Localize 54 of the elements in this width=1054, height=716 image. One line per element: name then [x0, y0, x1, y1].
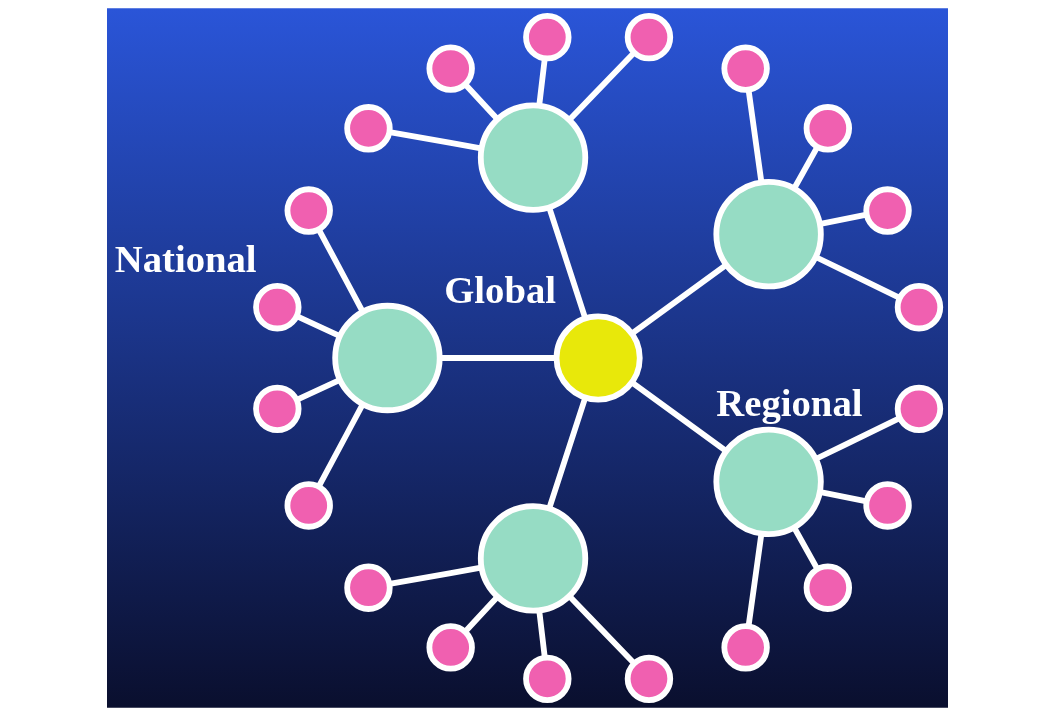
- node-circle: [477, 503, 588, 614]
- node-circle: [343, 104, 393, 153]
- node-circle: [624, 12, 673, 62]
- connector: [462, 595, 499, 634]
- connector: [439, 355, 556, 361]
- connector: [315, 228, 365, 313]
- node-label: Global: [443, 268, 556, 311]
- node-circle: [624, 654, 673, 704]
- node-circle: [894, 384, 943, 433]
- node-circle: [720, 44, 770, 93]
- node-circle: [553, 313, 643, 403]
- node-circle: [477, 102, 588, 213]
- node-circle: [343, 563, 393, 612]
- node-circle: [252, 384, 301, 433]
- connector: [388, 564, 481, 587]
- connector: [567, 50, 636, 122]
- connector: [745, 533, 764, 627]
- node-circle: [862, 481, 912, 530]
- node-circle: [720, 623, 770, 672]
- connector: [567, 594, 636, 666]
- connector: [295, 377, 341, 403]
- connector: [819, 489, 867, 505]
- connector: [388, 129, 481, 152]
- node-circle: [522, 12, 571, 62]
- node-circle: [331, 302, 443, 414]
- node-circle: [252, 283, 301, 332]
- node-circle: [894, 283, 943, 332]
- connector: [546, 206, 588, 320]
- node-circle: [803, 104, 852, 153]
- node-circle: [284, 481, 333, 530]
- connector: [629, 262, 728, 336]
- connector: [315, 403, 365, 488]
- node-circle: [425, 623, 475, 672]
- connector: [535, 610, 548, 658]
- node-circle: [862, 186, 912, 235]
- connector: [791, 145, 820, 190]
- node-circle: [522, 654, 571, 704]
- node-label: National: [114, 238, 257, 281]
- connector: [535, 58, 548, 106]
- node-circle: [425, 44, 475, 93]
- connector: [629, 380, 728, 454]
- node-circle: [712, 426, 824, 537]
- connector: [814, 415, 901, 462]
- node-circle: [712, 179, 824, 290]
- connector: [462, 82, 499, 121]
- connector: [295, 313, 341, 339]
- connector: [814, 254, 901, 301]
- node-label: Regional: [715, 382, 862, 425]
- connector: [546, 396, 588, 510]
- node-circle: [803, 563, 852, 612]
- connector: [745, 89, 764, 183]
- connector: [791, 526, 820, 571]
- connector: [819, 211, 867, 227]
- node-circle: [284, 186, 333, 235]
